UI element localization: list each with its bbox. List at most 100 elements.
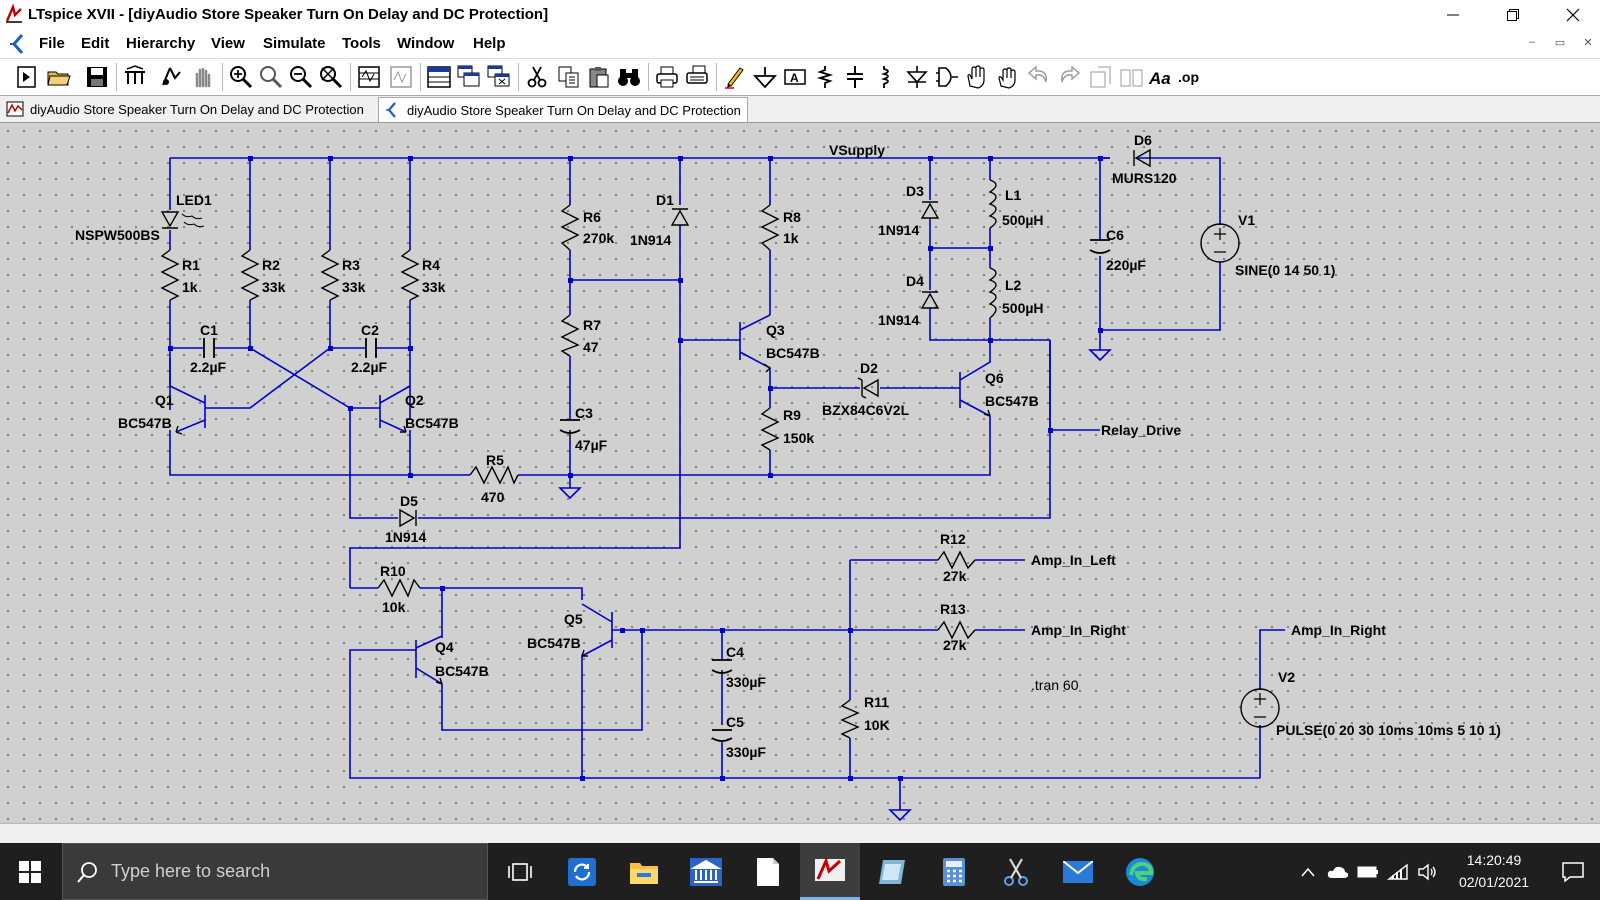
taskbar-app-library[interactable] xyxy=(676,843,736,900)
taskbar-app-calculator[interactable] xyxy=(924,843,984,900)
print-icon[interactable] xyxy=(654,64,680,90)
tray-volume[interactable] xyxy=(1414,843,1442,900)
svg-text:1N914: 1N914 xyxy=(630,232,671,248)
r4-symbol xyxy=(400,249,420,301)
mdi-restore-button[interactable]: ▭ xyxy=(1554,37,1566,49)
svg-text:L1: L1 xyxy=(1005,187,1022,203)
svg-text:LED1: LED1 xyxy=(176,192,212,208)
menu-help[interactable]: Help xyxy=(473,35,506,52)
print-setup-icon[interactable] xyxy=(684,64,710,90)
taskbar-app-mail[interactable] xyxy=(1048,843,1108,900)
clock-time: 14:20:49 xyxy=(1466,852,1522,868)
taskbar-search-box[interactable]: Type here to search xyxy=(62,843,488,900)
rotate-icon[interactable] xyxy=(1088,64,1114,90)
zoom-in-icon[interactable] xyxy=(228,64,254,90)
tile-horizontal-icon[interactable] xyxy=(388,64,414,90)
zoom-pan-icon[interactable] xyxy=(258,64,284,90)
close-button[interactable] xyxy=(1550,0,1596,30)
d1-symbol xyxy=(670,208,690,226)
d6-symbol xyxy=(1133,148,1151,168)
menu-window[interactable]: Window xyxy=(397,35,455,52)
taskbar-app-notes[interactable] xyxy=(862,843,922,900)
mirror-icon[interactable] xyxy=(1118,64,1144,90)
redo-icon[interactable] xyxy=(1056,64,1082,90)
menu-hierarchy[interactable]: Hierarchy xyxy=(126,35,196,52)
halt-hand-icon[interactable] xyxy=(190,64,216,90)
tab-waveform-label: diyAudio Store Speaker Turn On Delay and… xyxy=(30,101,364,117)
drag-hand-icon[interactable] xyxy=(994,64,1020,90)
diode-icon[interactable] xyxy=(904,64,930,90)
document-icon xyxy=(757,857,779,886)
restore-button[interactable] xyxy=(1490,0,1536,30)
d5-symbol xyxy=(399,508,417,528)
cascade-windows-icon[interactable] xyxy=(456,64,482,90)
l1-symbol xyxy=(988,179,997,229)
capacitor-icon[interactable] xyxy=(842,64,868,90)
svg-text:47: 47 xyxy=(583,339,599,355)
inductor-icon[interactable] xyxy=(872,64,898,90)
tray-battery[interactable] xyxy=(1354,843,1382,900)
mdi-close-button[interactable]: ✕ xyxy=(1583,37,1593,49)
tray-overflow-button[interactable] xyxy=(1296,843,1320,900)
taskbar-app-notepad[interactable] xyxy=(738,843,798,900)
open-folder-icon[interactable] xyxy=(46,64,72,90)
svg-text:220µF: 220µF xyxy=(1106,257,1146,273)
menu-simulate[interactable]: Simulate xyxy=(263,35,326,52)
copy-icon[interactable] xyxy=(556,64,582,90)
start-button[interactable] xyxy=(0,843,60,900)
zoom-out-icon[interactable] xyxy=(288,64,314,90)
minimize-button[interactable] xyxy=(1430,0,1476,30)
net-label-icon[interactable]: A xyxy=(782,64,808,90)
c1-symbol xyxy=(203,338,215,358)
menu-view[interactable]: View xyxy=(211,35,245,52)
draw-wire-pencil-icon[interactable] xyxy=(722,64,748,90)
menu-file[interactable]: File xyxy=(39,35,65,52)
control-panel-icon[interactable] xyxy=(122,64,148,90)
zoom-fit-icon[interactable] xyxy=(318,64,344,90)
save-icon[interactable] xyxy=(84,64,110,90)
text-icon[interactable]: Aa xyxy=(1148,64,1174,90)
title-bar: LTspice XVII - [diyAudio Store Speaker T… xyxy=(0,0,1600,30)
action-center-button[interactable] xyxy=(1548,843,1598,900)
close-windows-icon[interactable] xyxy=(486,64,512,90)
notes-app-icon xyxy=(879,859,905,884)
r2-symbol xyxy=(240,249,260,301)
taskbar-app-sync[interactable] xyxy=(552,843,612,900)
mdi-minimize-button[interactable]: – xyxy=(1528,36,1536,48)
tile-vertical-icon[interactable] xyxy=(356,64,382,90)
tab-waveform[interactable]: diyAudio Store Speaker Turn On Delay and… xyxy=(6,97,364,121)
spice-directive: .tran 60 xyxy=(1031,677,1079,693)
tray-onedrive[interactable] xyxy=(1324,843,1352,900)
spice-directive-icon[interactable]: .op xyxy=(1178,64,1204,90)
tile-windows-icon[interactable] xyxy=(426,64,452,90)
taskbar-clock[interactable]: 14:20:49 02/01/2021 xyxy=(1442,849,1546,893)
menu-edit[interactable]: Edit xyxy=(81,35,110,52)
component-icon[interactable] xyxy=(934,64,960,90)
find-binoculars-icon[interactable] xyxy=(616,64,642,90)
new-schematic-icon[interactable] xyxy=(14,64,40,90)
cut-scissors-icon[interactable] xyxy=(524,64,550,90)
schematic-canvas[interactable]: VSupply Relay_Drive Amp_In_Left Amp_In_R… xyxy=(0,123,1600,823)
svg-text:BC547B: BC547B xyxy=(766,345,820,361)
tray-network[interactable] xyxy=(1384,843,1412,900)
resistor-icon[interactable] xyxy=(812,64,838,90)
paste-icon[interactable] xyxy=(586,64,612,90)
move-hand-icon[interactable] xyxy=(964,64,990,90)
run-icon[interactable] xyxy=(158,64,184,90)
ground-icon[interactable] xyxy=(752,64,778,90)
svg-text:V1: V1 xyxy=(1238,212,1255,228)
svg-text:D2: D2 xyxy=(860,360,878,376)
taskbar-app-file-explorer[interactable] xyxy=(614,843,674,900)
window-title: LTspice XVII - [diyAudio Store Speaker T… xyxy=(28,6,549,23)
tab-schematic[interactable]: diyAudio Store Speaker Turn On Delay and… xyxy=(378,97,748,122)
undo-icon[interactable] xyxy=(1026,64,1052,90)
mdi-schematic-icon[interactable] xyxy=(8,33,28,55)
c2-symbol xyxy=(365,338,377,358)
task-view-button[interactable] xyxy=(490,843,550,900)
menu-tools[interactable]: Tools xyxy=(342,35,381,52)
ltspice-app-icon[interactable] xyxy=(4,4,24,24)
taskbar-app-edge[interactable] xyxy=(1110,843,1170,900)
svg-text:C4: C4 xyxy=(726,644,744,660)
taskbar-app-ltspice[interactable] xyxy=(800,843,860,900)
taskbar-app-snipping[interactable] xyxy=(986,843,1046,900)
